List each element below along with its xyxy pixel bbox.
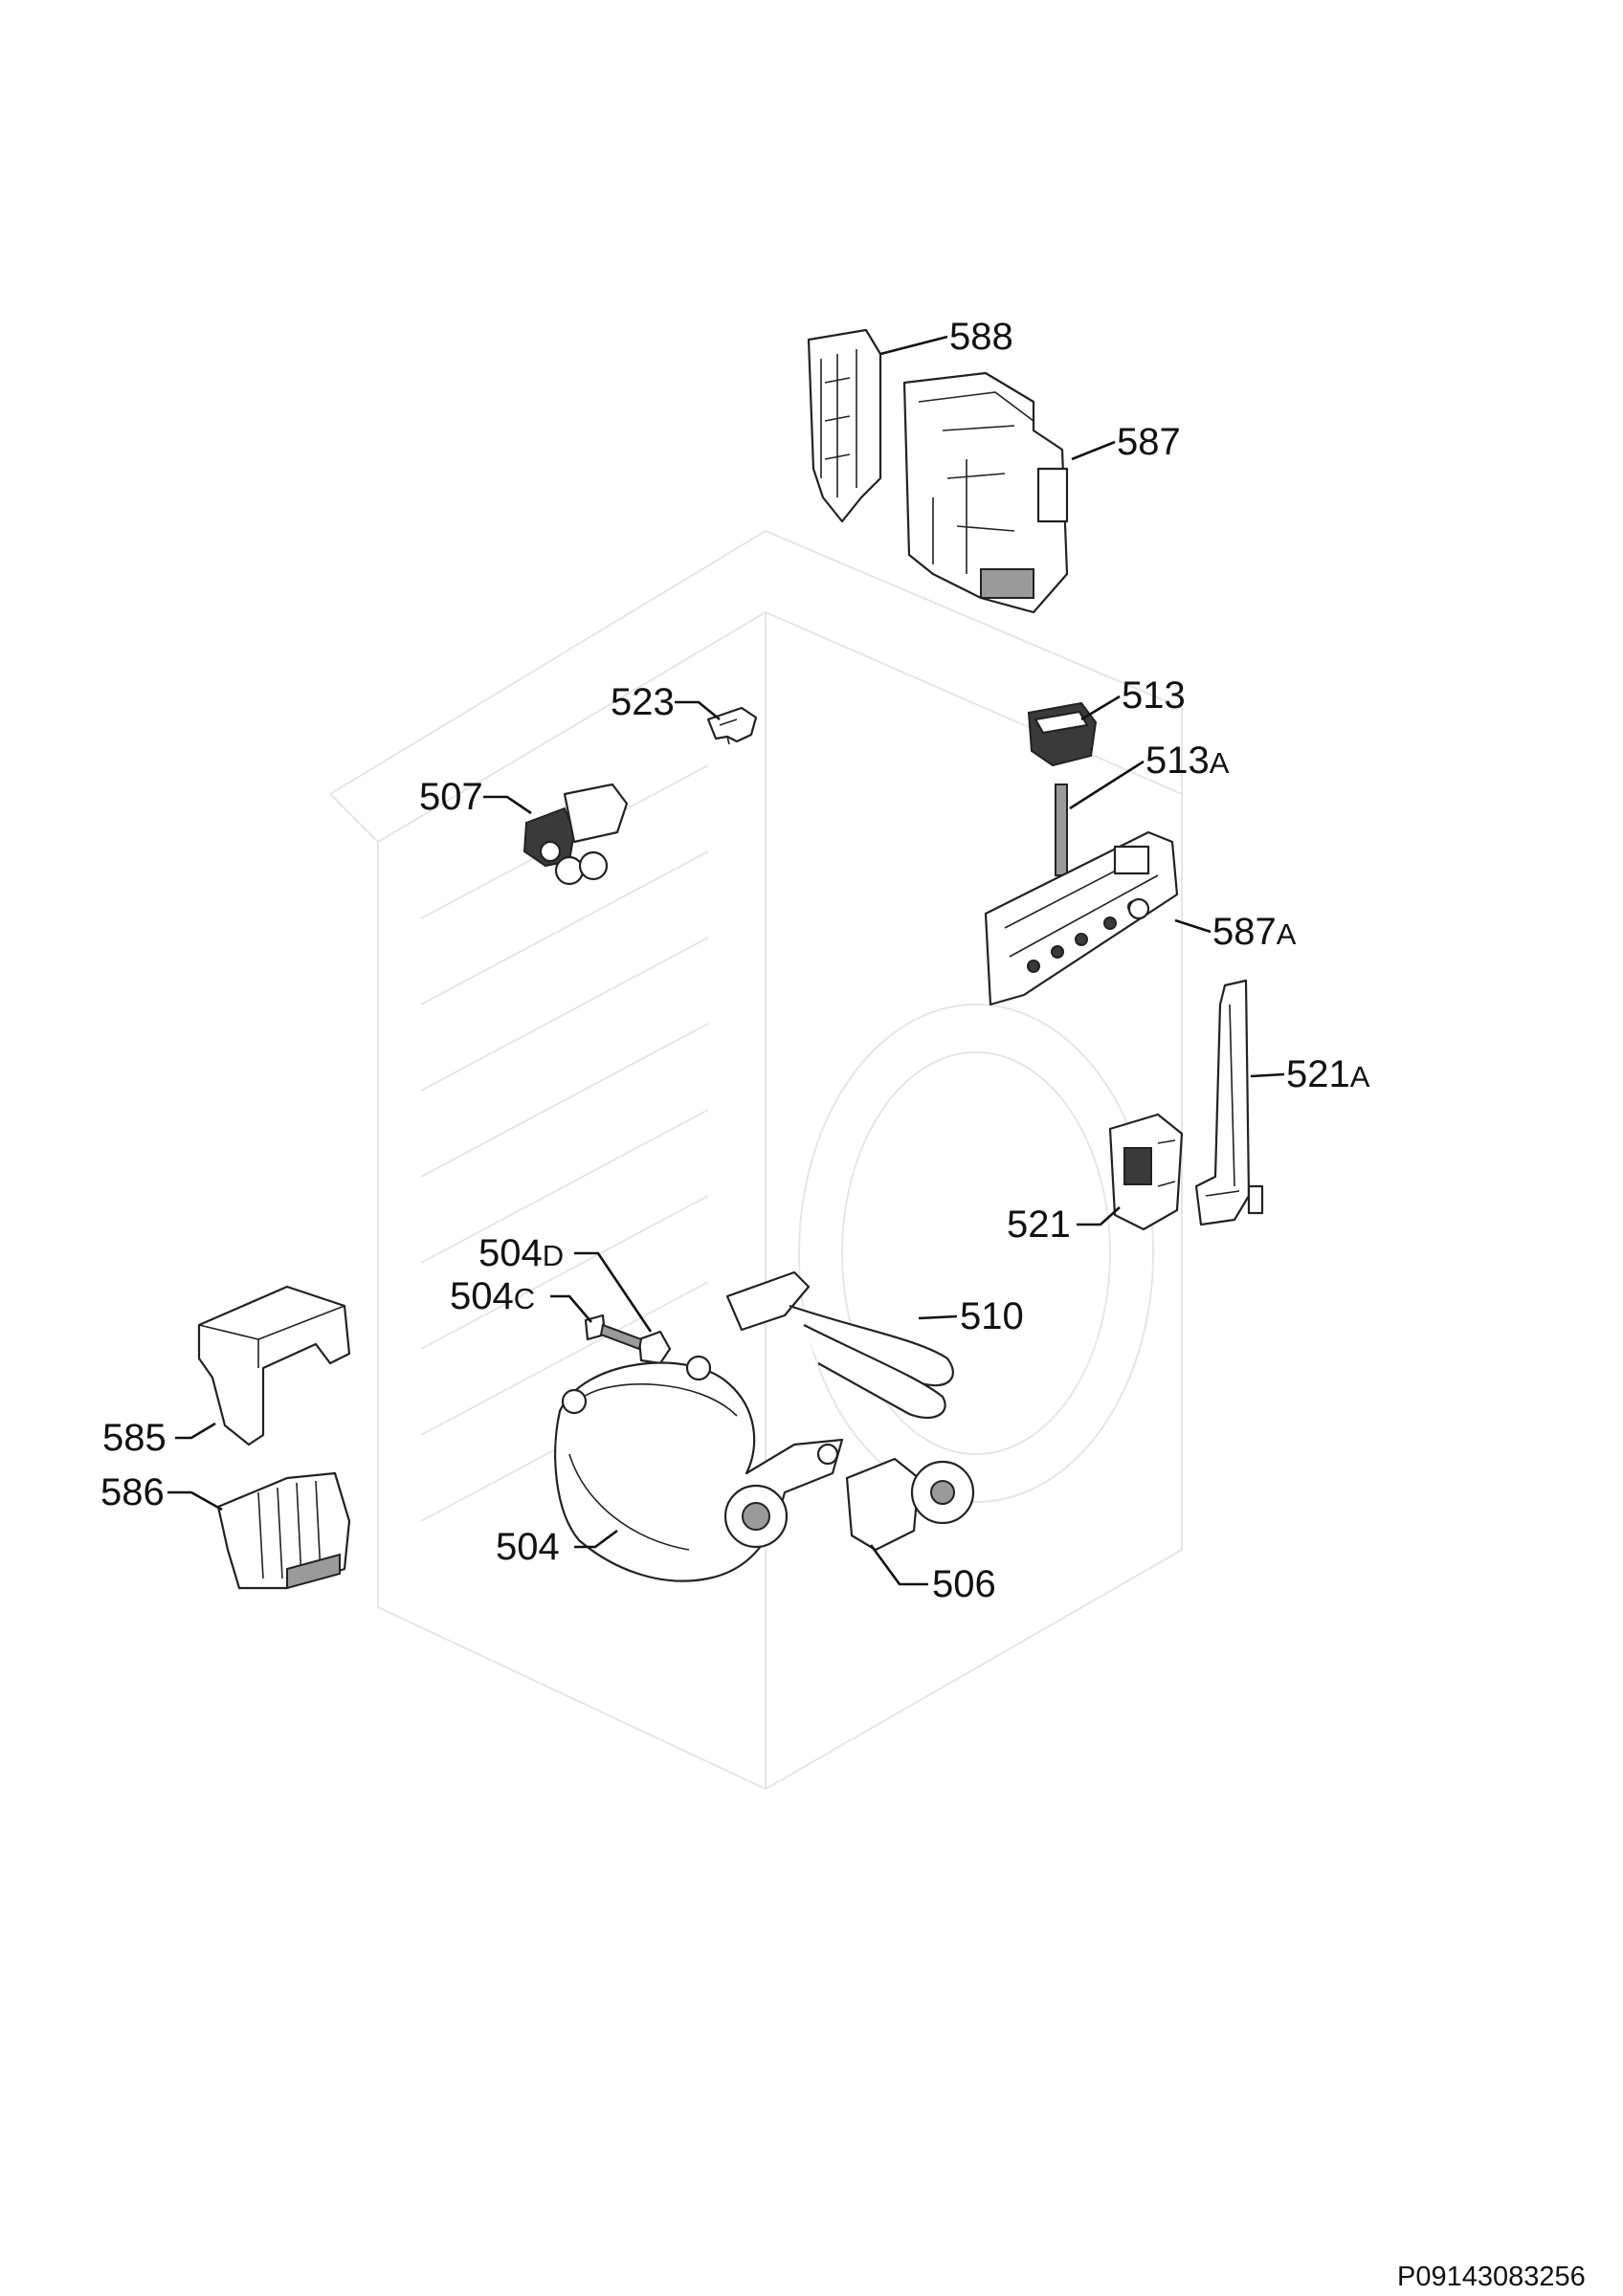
part-507-inlet-valve[interactable] <box>522 783 629 886</box>
part-587-control-frame[interactable] <box>902 371 1069 614</box>
part-521A-lock-rod[interactable] <box>1194 979 1264 1226</box>
callout-587: 587 <box>1117 421 1181 463</box>
callout-504: 504 <box>496 1526 560 1568</box>
callout-523: 523 <box>611 681 675 723</box>
part-513A-hose[interactable] <box>1055 784 1068 876</box>
part-506-drain-pump[interactable] <box>845 1457 975 1552</box>
part-504-motor[interactable] <box>554 1355 844 1582</box>
callout-513: 513 <box>1122 674 1186 717</box>
callout-585: 585 <box>102 1417 167 1459</box>
leader-lines <box>167 335 1285 1586</box>
part-586-filter-module[interactable] <box>216 1471 351 1590</box>
part-523-clip[interactable] <box>706 706 758 745</box>
callout-587A: 587A <box>1212 911 1297 953</box>
callout-521: 521 <box>1007 1203 1071 1246</box>
callout-513A: 513A <box>1145 740 1230 782</box>
callout-507: 507 <box>419 776 483 818</box>
part-587A-control-board[interactable] <box>984 830 1179 1006</box>
part-504D-rubber-bush[interactable] <box>637 1330 672 1365</box>
callout-586: 586 <box>100 1471 165 1513</box>
part-510-heating-element[interactable] <box>725 1270 954 1419</box>
appliance-cabinet-outline <box>328 529 1183 1791</box>
callout-521A: 521A <box>1286 1053 1370 1095</box>
callout-labels: 588 587 523 513 513A 507 587A 521A 521 5… <box>100 316 1370 1605</box>
part-513-pressure-switch[interactable] <box>1027 701 1098 767</box>
callout-588: 588 <box>949 316 1013 358</box>
callout-504D: 504D <box>478 1232 564 1274</box>
callout-506: 506 <box>932 1563 996 1605</box>
callout-504C: 504C <box>450 1275 535 1317</box>
diagram-reference-number: P09143083256 <box>1397 2262 1586 2292</box>
callout-510: 510 <box>960 1295 1024 1337</box>
part-585-motor-cover[interactable] <box>197 1285 351 1446</box>
part-521-door-lock[interactable] <box>1108 1113 1184 1231</box>
part-588-side-cover[interactable] <box>807 328 882 523</box>
